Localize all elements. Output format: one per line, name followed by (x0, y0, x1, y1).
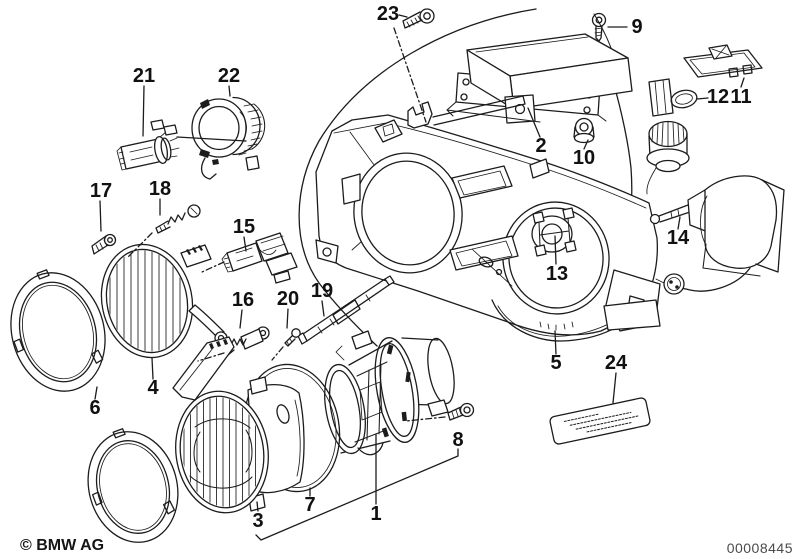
screw-8 (447, 402, 475, 421)
leader-line-24 (612, 372, 617, 404)
leader-line-15 (243, 236, 247, 252)
bulb-21-axis (176, 136, 247, 142)
callout-16[interactable]: 16 (231, 289, 255, 311)
clip-12 (648, 78, 698, 117)
leader-line-19 (321, 300, 325, 317)
leader-line-3 (256, 501, 259, 512)
leader-line-4 (151, 357, 154, 380)
label-sticker-24 (549, 397, 651, 445)
callout-2[interactable]: 2 (535, 135, 547, 157)
leader-line-13 (554, 235, 557, 265)
callout-9[interactable]: 9 (631, 16, 643, 38)
bulb-carrier-13 (531, 207, 577, 257)
leader-line-12 (696, 97, 709, 100)
callout-19[interactable]: 19 (310, 280, 334, 302)
callout-20[interactable]: 20 (276, 288, 300, 310)
callout-11[interactable]: 11 (730, 86, 752, 108)
bulb-socket (646, 120, 690, 195)
leader-line-16 (239, 309, 243, 329)
callout-13[interactable]: 13 (545, 263, 569, 285)
callout-14[interactable]: 14 (666, 227, 690, 249)
leader-line-2 (527, 107, 541, 138)
mounting-plate-unit (446, 33, 633, 124)
leader-line-6 (94, 386, 98, 400)
callout-10[interactable]: 10 (572, 147, 596, 169)
bulb-15-axis (201, 261, 225, 273)
bolt-20 (284, 328, 301, 347)
callout-3[interactable]: 3 (252, 510, 264, 532)
screw-16-axis (197, 352, 225, 362)
callout-15[interactable]: 15 (232, 216, 256, 238)
callout-12[interactable]: 12 (706, 86, 730, 108)
leader-line-17 (99, 200, 102, 232)
leader-line-20 (286, 308, 289, 329)
adjuster-motor-14 (649, 175, 785, 295)
headlamp-lens-3 (172, 336, 305, 514)
leader-line-10 (583, 139, 589, 150)
callout-7[interactable]: 7 (304, 494, 316, 516)
bulb-21 (116, 119, 180, 171)
callout-18[interactable]: 18 (148, 178, 172, 200)
leader-line-11 (740, 77, 745, 88)
leader-line-23 (398, 14, 408, 18)
copyright: © BMW AG (20, 537, 105, 554)
headlamp-housing (315, 95, 661, 342)
leader-lines (94, 14, 745, 541)
trim-ring-6-lower (87, 428, 179, 543)
callout-4[interactable]: 4 (147, 377, 159, 399)
bolt-20-axis (271, 346, 284, 361)
adjusting-screw-16 (224, 326, 270, 356)
bulb-15 (221, 232, 298, 284)
callout-5[interactable]: 5 (550, 352, 562, 374)
screw-9 (591, 12, 607, 42)
leader-line-8 (255, 448, 459, 541)
screw-18 (155, 204, 201, 234)
connector-11 (683, 44, 763, 78)
adjusting-rod-19 (297, 275, 395, 345)
callout-6[interactable]: 6 (89, 397, 101, 419)
callout-8[interactable]: 8 (452, 429, 464, 451)
retainer-ring-22 (191, 96, 266, 180)
callout-24[interactable]: 24 (604, 352, 628, 374)
projector-unit-1 (324, 330, 455, 456)
callout-21[interactable]: 21 (132, 65, 156, 87)
callout-22[interactable]: 22 (217, 65, 241, 87)
drawing-number: 00008445 (726, 540, 793, 556)
lens-4 (100, 243, 228, 359)
callout-23[interactable]: 23 (376, 3, 400, 25)
grommet-10 (573, 117, 595, 144)
screw-8-axis (405, 416, 446, 422)
screw-17 (91, 233, 117, 255)
leader-line-5 (554, 330, 557, 355)
leader-line-22 (228, 85, 231, 97)
screw-18-axis (127, 232, 153, 258)
callout-17[interactable]: 17 (89, 180, 113, 202)
screw-23-axis (393, 27, 427, 123)
screw-23 (402, 8, 435, 29)
leader-line-14 (677, 216, 681, 230)
leader-line-21 (142, 85, 145, 137)
callout-1[interactable]: 1 (370, 503, 382, 525)
trim-ring-6-upper (10, 269, 106, 392)
